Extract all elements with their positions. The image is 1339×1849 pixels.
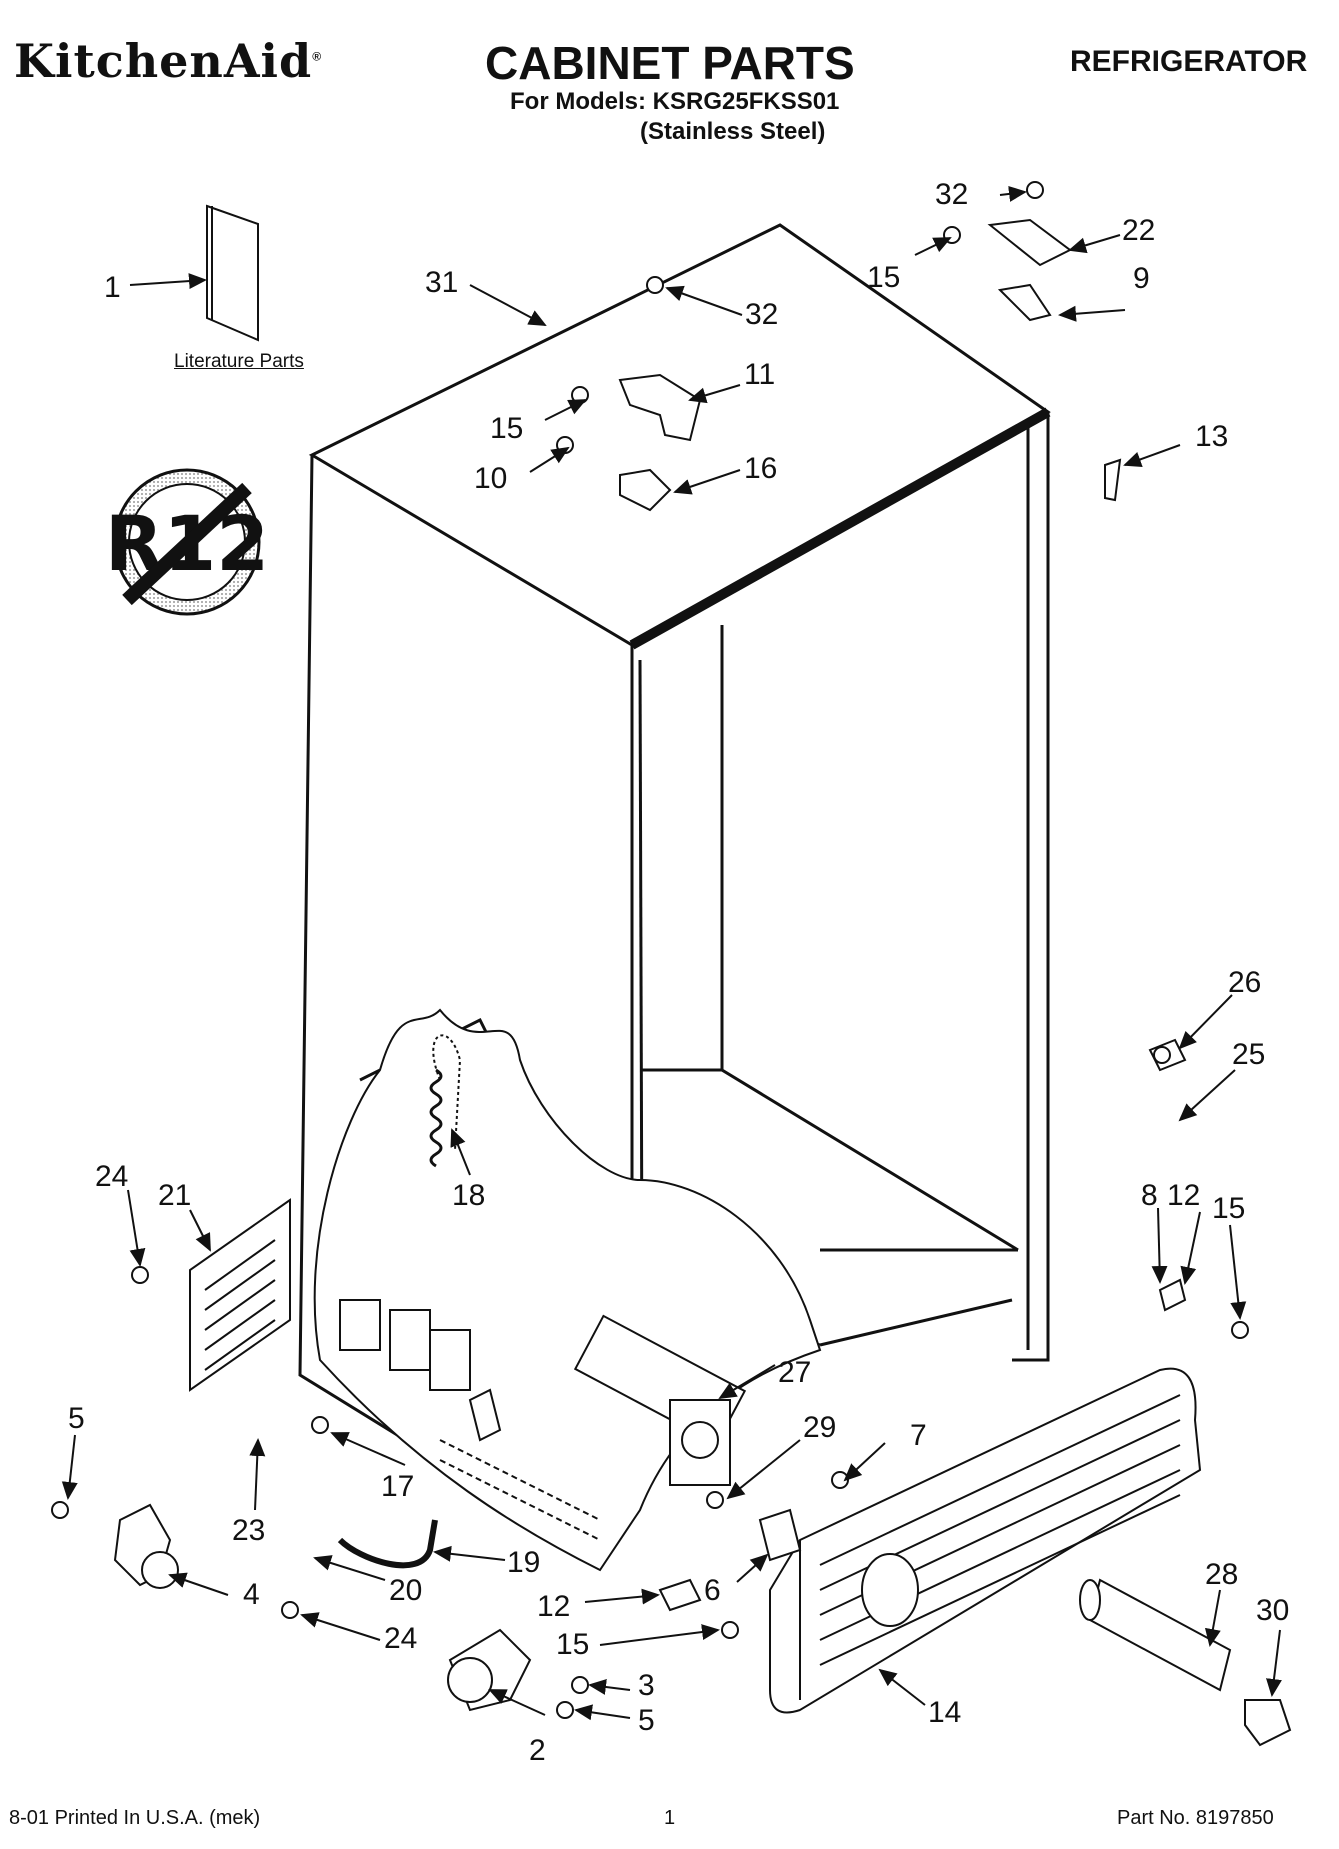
callout-1: 1: [104, 271, 121, 304]
literature-parts-label: Literature Parts: [174, 351, 304, 372]
callout-2: 2: [529, 1734, 546, 1767]
callout-26: 26: [1228, 966, 1261, 999]
callout-12: 12: [1167, 1179, 1200, 1212]
callout-4: 4: [243, 1578, 260, 1611]
callout-8: 8: [1141, 1179, 1158, 1212]
callout-6: 6: [704, 1574, 721, 1607]
callout-32: 32: [745, 298, 778, 331]
callout-24: 24: [384, 1622, 417, 1655]
models-line: For Models: KSRG25FKSS01: [510, 88, 840, 115]
callout-15: 15: [867, 261, 900, 294]
finish-line: (Stainless Steel): [640, 118, 826, 145]
callout-31: 31: [425, 266, 458, 299]
callout-5: 5: [68, 1402, 85, 1435]
callout-5: 5: [638, 1704, 655, 1737]
callout-12: 12: [537, 1590, 570, 1623]
callout-25: 25: [1232, 1038, 1265, 1071]
left-grille: [189, 1198, 291, 1392]
callout-10: 10: [474, 462, 507, 495]
water-filter: [1079, 1578, 1292, 1747]
callout-14: 14: [928, 1696, 961, 1729]
callout-16: 16: [744, 452, 777, 485]
callout-7: 7: [910, 1419, 927, 1452]
footer-part-number: Part No. 8197850: [1117, 1807, 1274, 1829]
callout-27: 27: [778, 1356, 811, 1389]
callout-19: 19: [507, 1546, 540, 1579]
appliance-type: REFRIGERATOR: [1070, 45, 1308, 78]
leader-lines: [61, 185, 1282, 1721]
callout-15: 15: [1212, 1192, 1245, 1225]
callout-18: 18: [452, 1179, 485, 1212]
page-title: CABINET PARTS: [485, 37, 855, 89]
callout-30: 30: [1256, 1594, 1289, 1627]
footer-page-number: 1: [664, 1807, 676, 1829]
callout-labels: 1 31 32 15 10 11 16 32 15 22 9 13 26 25 …: [68, 178, 1289, 1767]
footer-print-info: 8-01 Printed In U.S.A. (mek): [9, 1807, 261, 1829]
no-r12-badge: R12: [105, 468, 269, 616]
callout-9: 9: [1133, 262, 1150, 295]
callout-13: 13: [1195, 420, 1228, 453]
literature-booklet: [206, 204, 259, 342]
callout-15: 15: [490, 412, 523, 445]
callout-24: 24: [95, 1160, 128, 1193]
callout-20: 20: [389, 1574, 422, 1607]
callout-15: 15: [556, 1628, 589, 1661]
callout-29: 29: [803, 1411, 836, 1444]
callout-11: 11: [744, 358, 775, 391]
callout-22: 22: [1122, 214, 1155, 247]
brand-logo: KitchenAid®: [14, 34, 323, 88]
callout-28: 28: [1205, 1558, 1238, 1591]
callout-21: 21: [158, 1179, 191, 1212]
spring: [429, 1068, 443, 1168]
front-grille: [769, 1367, 1202, 1714]
callout-32: 32: [935, 178, 968, 211]
callout-23: 23: [232, 1514, 265, 1547]
callout-3: 3: [638, 1669, 655, 1702]
drain-tube: [337, 1519, 438, 1569]
callout-17: 17: [381, 1470, 414, 1503]
